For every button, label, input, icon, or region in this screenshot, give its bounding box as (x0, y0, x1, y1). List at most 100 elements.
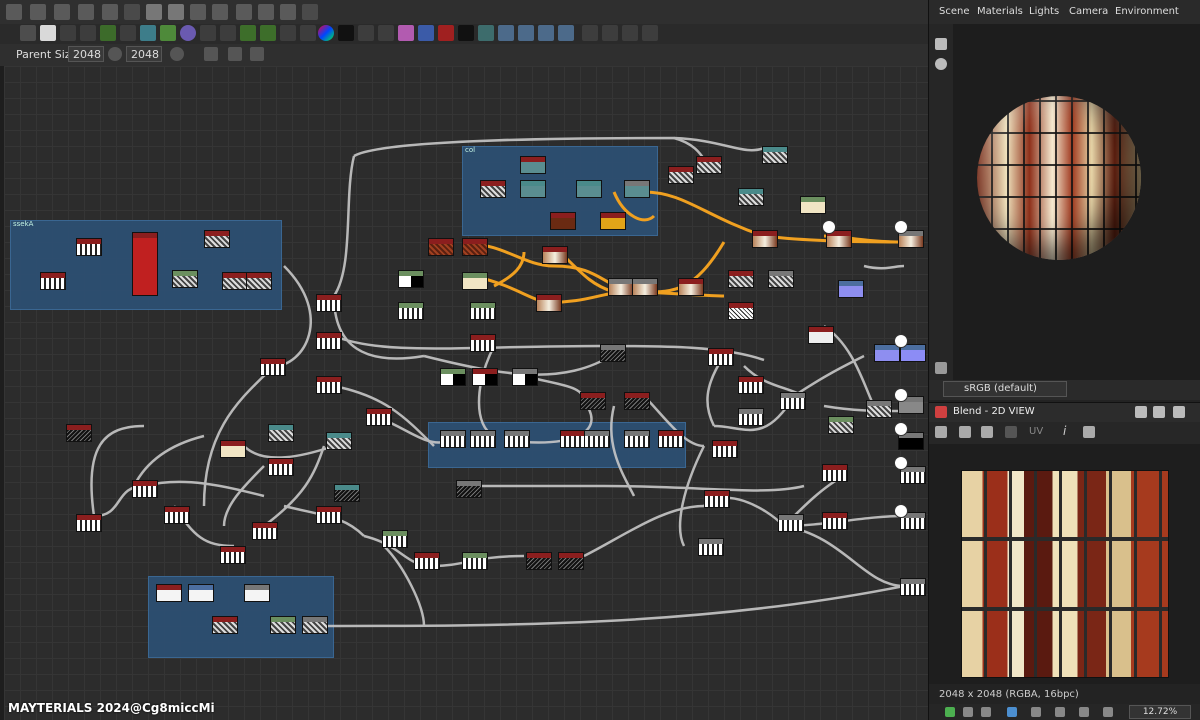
graph-node[interactable] (536, 294, 562, 312)
graph-node[interactable] (268, 424, 294, 442)
move-icon[interactable] (30, 4, 46, 20)
graph-node[interactable] (470, 430, 496, 448)
graph-node[interactable] (428, 238, 454, 256)
graph-node[interactable] (470, 302, 496, 320)
graph-node[interactable] (608, 278, 634, 296)
hue-icon[interactable] (318, 25, 334, 41)
output-marker[interactable] (894, 388, 908, 402)
pan-icon[interactable] (1055, 707, 1065, 717)
curve2-icon[interactable] (358, 25, 374, 41)
graph-node[interactable] (898, 230, 924, 248)
fit-icon[interactable] (935, 426, 947, 438)
inherit-icon[interactable] (228, 47, 242, 61)
graph-node[interactable] (822, 512, 848, 530)
graph-node[interactable] (316, 506, 342, 524)
graph-node[interactable] (520, 180, 546, 198)
graph-node[interactable] (780, 392, 806, 410)
sharpen-icon[interactable] (260, 25, 276, 41)
tab-materials[interactable]: Materials (977, 6, 1023, 17)
save-icon[interactable] (959, 426, 971, 438)
graph-node[interactable] (900, 466, 926, 484)
blend-icon[interactable] (220, 25, 236, 41)
graph-node[interactable] (212, 616, 238, 634)
output-marker[interactable] (894, 220, 908, 234)
graph-node[interactable] (900, 512, 926, 530)
graph-node[interactable] (172, 270, 198, 288)
graph-node[interactable] (334, 484, 360, 502)
channels-icon[interactable] (1005, 426, 1017, 438)
graph-node[interactable] (898, 432, 924, 450)
image-input-icon[interactable] (20, 25, 36, 41)
graph-node[interactable] (738, 376, 764, 394)
frame-icon[interactable] (280, 4, 296, 20)
layout-icon[interactable] (212, 4, 228, 20)
connect-icon[interactable] (168, 4, 184, 20)
graph-layout-icon[interactable] (102, 4, 118, 20)
graph-node[interactable] (132, 232, 158, 296)
graph-node[interactable] (440, 368, 466, 386)
anchor-icon[interactable] (642, 25, 658, 41)
graph-node[interactable] (600, 344, 626, 362)
warp-icon[interactable] (280, 25, 296, 41)
map-icon[interactable] (458, 25, 474, 41)
graph-node[interactable] (632, 278, 658, 296)
text-icon[interactable] (398, 25, 414, 41)
graph-node[interactable] (132, 480, 158, 498)
graph-node[interactable] (270, 616, 296, 634)
one-to-one-icon[interactable] (1079, 707, 1089, 717)
refresh-icon[interactable] (236, 4, 252, 20)
graph-node[interactable] (316, 332, 342, 350)
levels-icon[interactable] (200, 25, 216, 41)
comment-icon[interactable] (582, 25, 598, 41)
water-drop-icon[interactable] (60, 25, 76, 41)
fit-view-icon[interactable] (1031, 707, 1041, 717)
graph-node[interactable] (668, 166, 694, 184)
graph-node[interactable] (752, 230, 778, 248)
reset-size-icon[interactable] (170, 47, 184, 61)
info-icon[interactable] (78, 4, 94, 20)
graph-node[interactable] (550, 212, 576, 230)
graph-node[interactable] (728, 302, 754, 320)
graph-node[interactable] (520, 156, 546, 174)
graph-node[interactable] (560, 430, 586, 448)
graph-node[interactable] (900, 344, 926, 362)
height-combobox[interactable]: 2048 (126, 46, 162, 62)
graph-node[interactable] (778, 514, 804, 532)
histogram-icon[interactable] (1083, 426, 1095, 438)
graph-node[interactable] (704, 490, 730, 508)
grayscale-icon[interactable] (240, 25, 256, 41)
document-icon[interactable] (40, 25, 56, 41)
tools-icon[interactable] (258, 4, 274, 20)
graph-node[interactable] (366, 408, 392, 426)
colorspace-dropdown[interactable]: sRGB (default) (943, 381, 1067, 397)
shuffle-icon[interactable] (80, 25, 96, 41)
grid-icon[interactable] (302, 4, 318, 20)
float-icon[interactable] (1153, 406, 1165, 418)
close-icon[interactable] (1173, 406, 1185, 418)
zoom-level[interactable]: 12.72% (1129, 705, 1191, 719)
graph-node[interactable] (696, 156, 722, 174)
graph-node[interactable] (678, 278, 704, 296)
graph-node[interactable] (762, 146, 788, 164)
light-bulb-icon[interactable] (935, 58, 947, 70)
snap-icon[interactable] (146, 4, 162, 20)
tab-lights[interactable]: Lights (1029, 6, 1060, 17)
graph-node[interactable] (414, 552, 440, 570)
tile-icon[interactable] (963, 707, 973, 717)
color-drop-icon[interactable] (120, 25, 136, 41)
graph-node[interactable] (624, 392, 650, 410)
output-marker[interactable] (894, 504, 908, 518)
graph-node[interactable] (558, 552, 584, 570)
graph-node[interactable] (316, 294, 342, 312)
layer3-icon[interactable] (558, 25, 574, 41)
graph-node[interactable] (584, 430, 610, 448)
graph-node[interactable] (472, 368, 498, 386)
graph-node[interactable] (302, 616, 328, 634)
output-marker[interactable] (894, 422, 908, 436)
graph-node[interactable] (470, 334, 496, 352)
hsl-icon[interactable] (300, 25, 316, 41)
graph-node[interactable] (462, 238, 488, 256)
graph-node[interactable] (504, 430, 530, 448)
graph-node[interactable] (738, 188, 764, 206)
graph-node[interactable] (268, 458, 294, 476)
